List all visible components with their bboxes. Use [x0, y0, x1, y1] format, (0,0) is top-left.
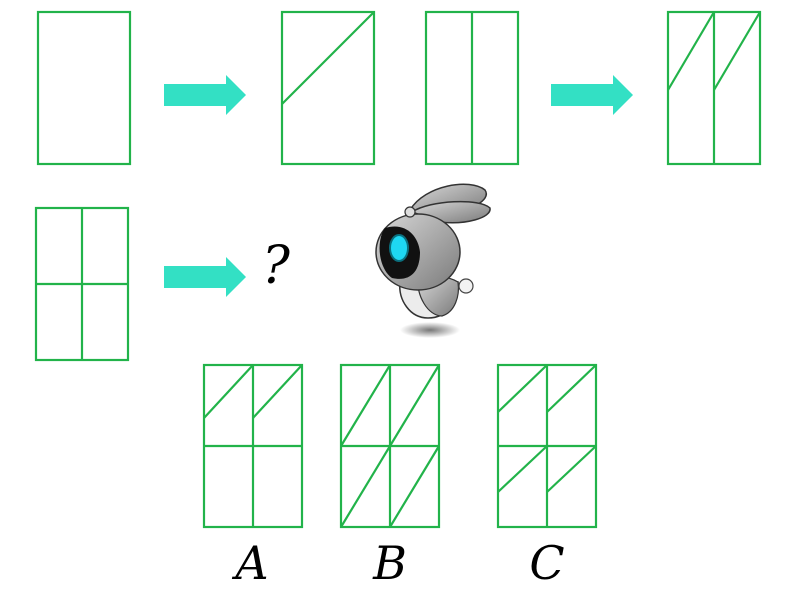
option-b-figure[interactable] [339, 363, 441, 529]
option-c-figure[interactable] [496, 363, 598, 529]
option-a-label[interactable]: A [235, 536, 269, 590]
example-1-output [280, 10, 376, 166]
robot-mascot-icon [375, 183, 491, 338]
option-b-label[interactable]: B [373, 536, 407, 590]
option-c-label[interactable]: C [529, 536, 565, 590]
example-2-input [424, 10, 520, 166]
right-arrow-icon [551, 75, 633, 115]
question-mark: ? [262, 236, 290, 296]
right-arrow-icon [164, 257, 246, 297]
right-arrow-icon [164, 75, 246, 115]
problem-input [34, 206, 130, 362]
example-1-input [36, 10, 132, 166]
example-2-output [666, 10, 762, 166]
option-a-figure[interactable] [202, 363, 304, 529]
